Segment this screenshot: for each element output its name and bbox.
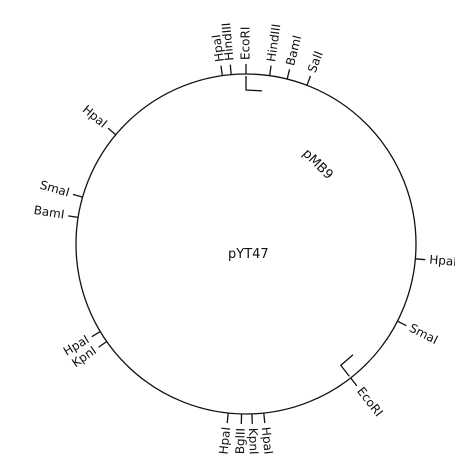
insert-boundary-end [339, 354, 354, 377]
site-tick-ecoRI-bottom [350, 377, 358, 387]
site-tick-salI-top [306, 75, 312, 86]
site-label-hindIII-top-2: HindIII [264, 23, 283, 63]
site-tick-hindIII-top-1 [229, 64, 232, 75]
site-label-hindIII-top-1: HindIII [219, 22, 236, 61]
site-label-bamI-left: BamI [33, 203, 66, 222]
plasmid-circle [75, 73, 417, 415]
site-tick-bamI-left [68, 215, 79, 219]
insert-name: pMB9 [299, 146, 336, 183]
site-label-hpaI-left-top: HpaI [80, 102, 110, 130]
plasmid-name: pYT47 [228, 247, 269, 262]
site-label-hpaI-top: HpaI [209, 34, 227, 63]
site-tick-hpaI-top [220, 65, 223, 76]
site-tick-hpaI-left-top [107, 127, 117, 136]
site-label-smaI-right: SmaI [407, 321, 440, 347]
site-label-bglII-bottom: BglII [233, 428, 248, 455]
site-tick-kpnI-left [98, 340, 108, 348]
site-label-salI-top: SalI [305, 49, 326, 74]
site-label-smaI-left: SmaI [38, 178, 71, 200]
site-label-kpnI-bottom: KpnI [246, 428, 261, 455]
site-label-ecoRI-bottom: EcoRI [354, 384, 386, 419]
site-tick-hpaI-left-low [91, 330, 101, 338]
site-label-hpaI-bottom-1: HpaI [259, 426, 276, 455]
site-tick-hindIII-top-2 [269, 65, 272, 76]
site-label-ecoRI-top: EcoRI [239, 27, 253, 60]
insert-boundary-start [245, 76, 263, 92]
site-tick-hpaI-bottom-2 [226, 413, 229, 424]
site-label-hpaI-right: HpaI [429, 253, 455, 269]
site-label-hpaI-bottom-2: HpaI [216, 426, 233, 455]
site-tick-hpaI-bottom-1 [263, 413, 266, 424]
site-tick-hpaI-right [415, 258, 426, 261]
site-label-bamI-top: BamI [283, 34, 304, 67]
site-tick-smaI-right [397, 320, 407, 327]
site-tick-bamI-top [286, 69, 291, 80]
site-tick-smaI-left [72, 193, 83, 198]
